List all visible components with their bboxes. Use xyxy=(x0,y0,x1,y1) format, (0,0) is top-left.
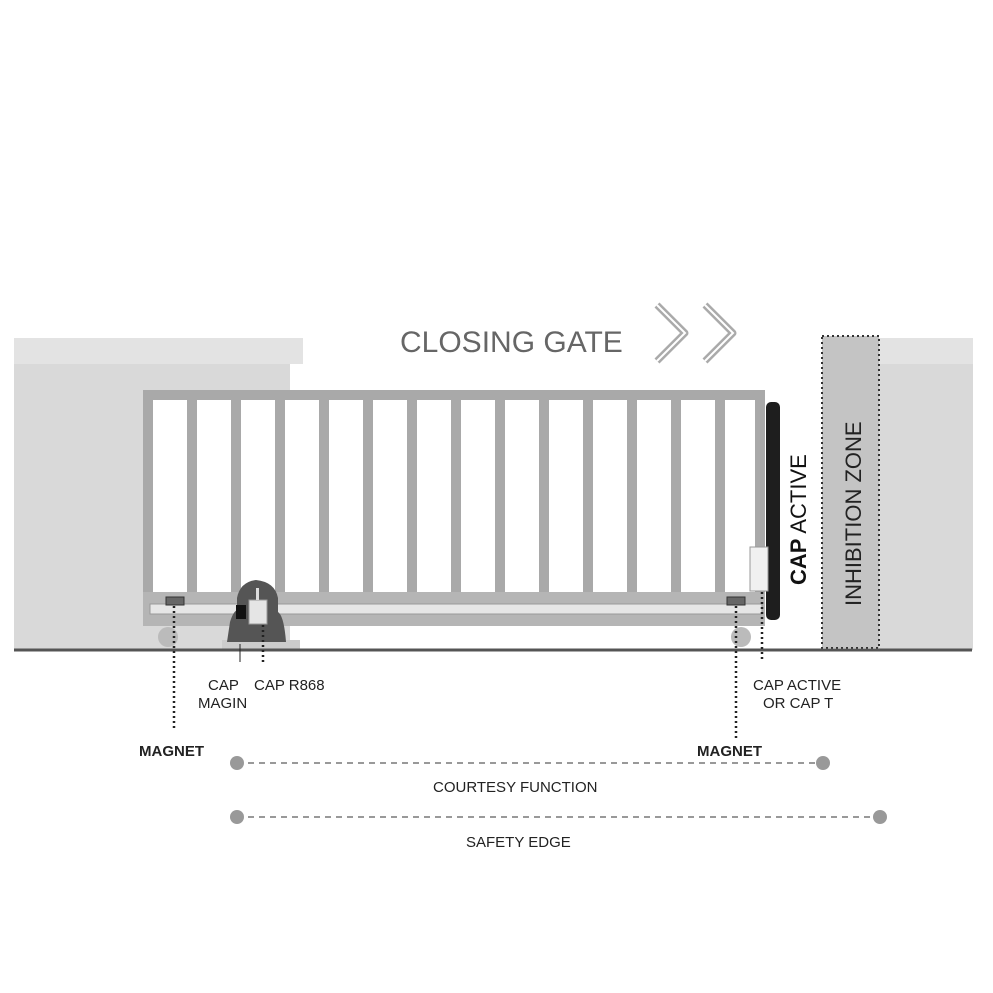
gate-bar xyxy=(187,400,197,592)
courtesy-function-label: COURTESY FUNCTION xyxy=(433,779,597,796)
magnet-right-label: MAGNET xyxy=(697,743,762,760)
gate-bar xyxy=(451,400,461,592)
magnet-left-label: MAGNET xyxy=(139,743,204,760)
gate-bar xyxy=(583,400,593,592)
gate-bar xyxy=(715,400,725,592)
cap-magin-label: CAP xyxy=(208,677,239,694)
gate-bar xyxy=(495,400,505,592)
gate-motor xyxy=(222,580,300,650)
cap-r868-label: CAP R868 xyxy=(254,677,325,694)
gate-bar xyxy=(275,400,285,592)
magnet-left xyxy=(165,596,185,606)
gate-bar xyxy=(231,400,241,592)
closing-gate-title: CLOSING GATE xyxy=(400,326,623,359)
gate-bar xyxy=(319,400,329,592)
gate-bar xyxy=(363,400,373,592)
safety-start-dot xyxy=(230,810,244,824)
gate-bar xyxy=(539,400,549,592)
courtesy-end-dot xyxy=(816,756,830,770)
cap-active-vertical-label: CAP ACTIVE xyxy=(786,454,811,585)
right-wall xyxy=(878,338,973,650)
cap-magin-label-2: MAGIN xyxy=(198,695,247,712)
cap-active-or-cap-t-label-2: OR CAP T xyxy=(763,695,833,712)
gate-bar xyxy=(627,400,637,592)
inhibition-zone-label: INHIBITION ZONE xyxy=(841,421,866,606)
cap-t-transmitter xyxy=(749,546,769,592)
safety-end-dot xyxy=(873,810,887,824)
gate-bar xyxy=(671,400,681,592)
chevron-right-icon xyxy=(654,302,737,364)
gate-bar xyxy=(407,400,417,592)
wheel-right xyxy=(731,627,751,647)
safety-edge-label: SAFETY EDGE xyxy=(466,834,571,851)
safety-edge-profile xyxy=(766,402,780,620)
gate xyxy=(143,390,765,626)
chevron-inner xyxy=(656,304,735,362)
magnet-right xyxy=(726,596,746,606)
courtesy-start-dot xyxy=(230,756,244,770)
inhibition-zone xyxy=(821,335,880,649)
cap-active-or-cap-t-label: CAP ACTIVE xyxy=(753,677,841,694)
